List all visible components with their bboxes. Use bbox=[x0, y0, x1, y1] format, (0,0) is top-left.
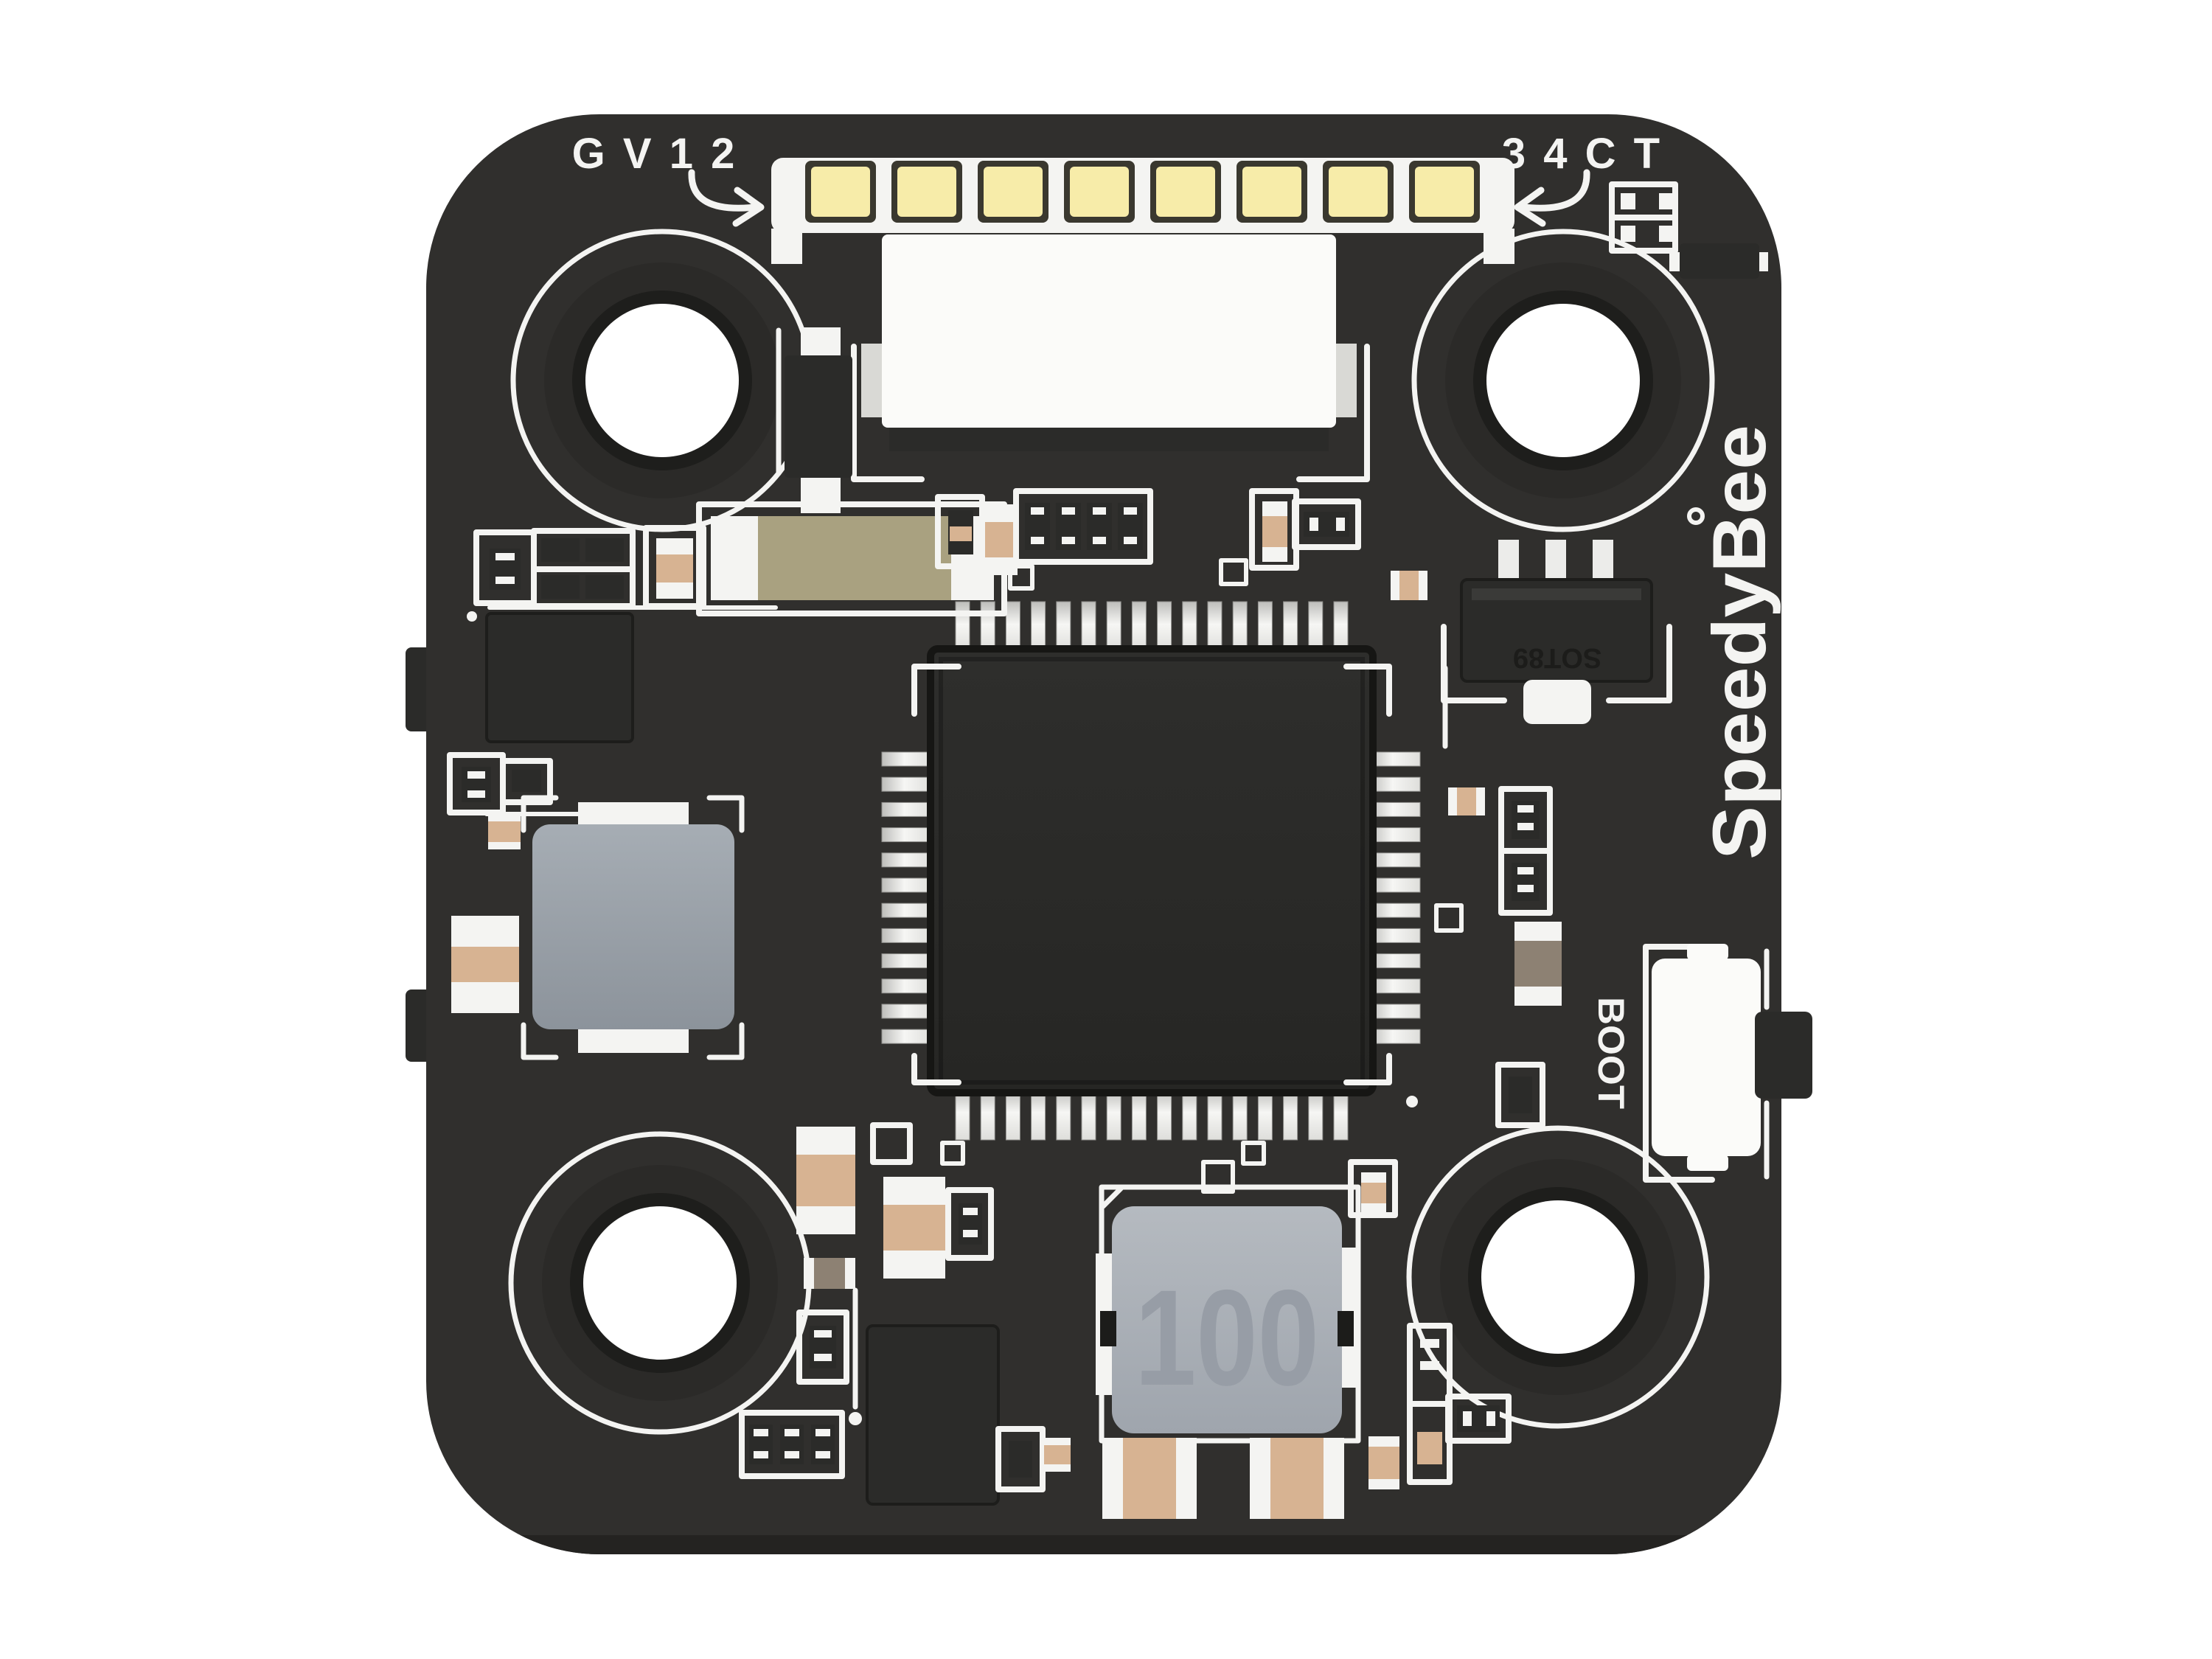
smd-capacitor-brown bbox=[1514, 922, 1562, 1006]
boot-bracket bbox=[1643, 944, 1715, 1183]
silk-dot bbox=[849, 1412, 862, 1425]
inductor-left bbox=[521, 795, 745, 1060]
smd-resistor-outlined-6 bbox=[995, 1426, 1071, 1492]
smd-resistor-outlined-5 bbox=[796, 1310, 849, 1385]
boot-button-actuator bbox=[1755, 1012, 1812, 1099]
power-inductor: 100 bbox=[1096, 1184, 1361, 1444]
mounting-hole-bottom-left bbox=[508, 1131, 812, 1435]
mcu-pins-left bbox=[881, 751, 933, 1044]
smd-resistor-outlined-4 bbox=[945, 1187, 994, 1261]
mounting-hole-top-left bbox=[510, 229, 814, 532]
brand-logo-text: SpeedyBee bbox=[1697, 425, 1781, 860]
inductor-left-body bbox=[532, 824, 734, 1029]
arrow-top-right bbox=[1514, 169, 1590, 227]
pad-group-2x2 bbox=[1609, 181, 1678, 254]
resistor-cluster-top-left bbox=[473, 528, 636, 609]
regulator-marking: SOT89 bbox=[1513, 642, 1601, 673]
regulator-bracket-right bbox=[1606, 624, 1672, 703]
smd-resistor-outlined-2 bbox=[1292, 498, 1361, 550]
mcu-bracket-br bbox=[1343, 1053, 1392, 1085]
jst-connector bbox=[851, 234, 1370, 482]
smd-resistor-outlined bbox=[935, 494, 985, 569]
mounting-hole-top-right bbox=[1411, 229, 1715, 532]
inductor-value-label: 100 bbox=[1135, 1262, 1319, 1414]
connector-latch-left bbox=[861, 344, 883, 417]
regulator-bracket-left bbox=[1441, 624, 1507, 703]
arrow-top-left bbox=[688, 169, 765, 227]
voltage-regulator-sot89: SOT89 bbox=[1441, 540, 1672, 724]
board-bottom-bevel bbox=[516, 1535, 1725, 1554]
mounting-hole-bottom-right bbox=[1406, 1125, 1710, 1429]
smd-capacitor-col-2 bbox=[883, 1177, 945, 1279]
fiducial-dot bbox=[1406, 1096, 1418, 1107]
mcu-chip bbox=[881, 601, 1421, 1141]
left-edge-tab-lower bbox=[406, 990, 432, 1062]
bottom-capacitor-2 bbox=[1250, 1438, 1344, 1519]
mcu-pins-right bbox=[1369, 751, 1421, 1044]
resistor-bank-3 bbox=[739, 1410, 845, 1479]
smd-capacitor bbox=[985, 504, 1018, 575]
component-cluster-bottom-right bbox=[1407, 1323, 1512, 1485]
smd-capacitor-outlined-3 bbox=[1348, 1159, 1398, 1218]
smd-capacitor-right bbox=[1448, 787, 1485, 815]
boot-button-group: BOOT bbox=[1590, 944, 1812, 1183]
outline-square bbox=[870, 1122, 913, 1165]
left-edge-tab-upper bbox=[406, 647, 432, 731]
pad-label-top-right: 3 4 C T bbox=[1502, 130, 1663, 178]
connector-body bbox=[882, 234, 1336, 428]
smd-capacitor-small bbox=[1391, 571, 1427, 600]
degree-dot bbox=[1687, 507, 1705, 525]
test-pad-square-3 bbox=[940, 1141, 965, 1166]
resistor-bank-4 bbox=[1008, 488, 1153, 591]
mcu-bracket-bl bbox=[911, 1053, 961, 1085]
inductor-body bbox=[1112, 1206, 1342, 1433]
test-pad-square-2 bbox=[1219, 558, 1248, 586]
connector-latch-right bbox=[1335, 344, 1357, 417]
pad-label-top-left: G V 1 2 bbox=[572, 130, 738, 178]
mcu-body bbox=[927, 645, 1377, 1096]
smd-diode-top-right bbox=[1669, 243, 1768, 279]
driver-chip-bottom bbox=[866, 1324, 1000, 1506]
top-pad-strip bbox=[771, 158, 1514, 264]
test-pad-square-5 bbox=[1201, 1160, 1235, 1194]
boot-button bbox=[1652, 959, 1761, 1156]
bottom-capacitor-3 bbox=[1368, 1436, 1399, 1489]
test-pad-square-4 bbox=[1241, 1141, 1266, 1166]
connector-slot bbox=[889, 428, 1329, 451]
smd-resistor-outlined-3 bbox=[1495, 1062, 1545, 1128]
boot-label: BOOT bbox=[1590, 997, 1632, 1109]
smd-capacitor-left-edge bbox=[451, 916, 519, 1013]
mcu-pins-top bbox=[955, 601, 1349, 653]
bottom-capacitor-1 bbox=[1102, 1438, 1197, 1519]
mcu-bracket-tl bbox=[911, 664, 961, 717]
resistor-pair-right bbox=[1498, 786, 1553, 916]
smd-capacitor-outlined-2 bbox=[1249, 488, 1299, 571]
smd-capacitor-col-1 bbox=[796, 1127, 855, 1234]
signal-pads bbox=[805, 161, 1480, 223]
smd-capacitor-outlined bbox=[643, 525, 706, 609]
resistor-pair-left bbox=[447, 752, 553, 849]
test-pad-square bbox=[1434, 903, 1464, 933]
smd-chip-brown bbox=[804, 1258, 855, 1289]
mcu-bracket-tr bbox=[1343, 664, 1392, 717]
